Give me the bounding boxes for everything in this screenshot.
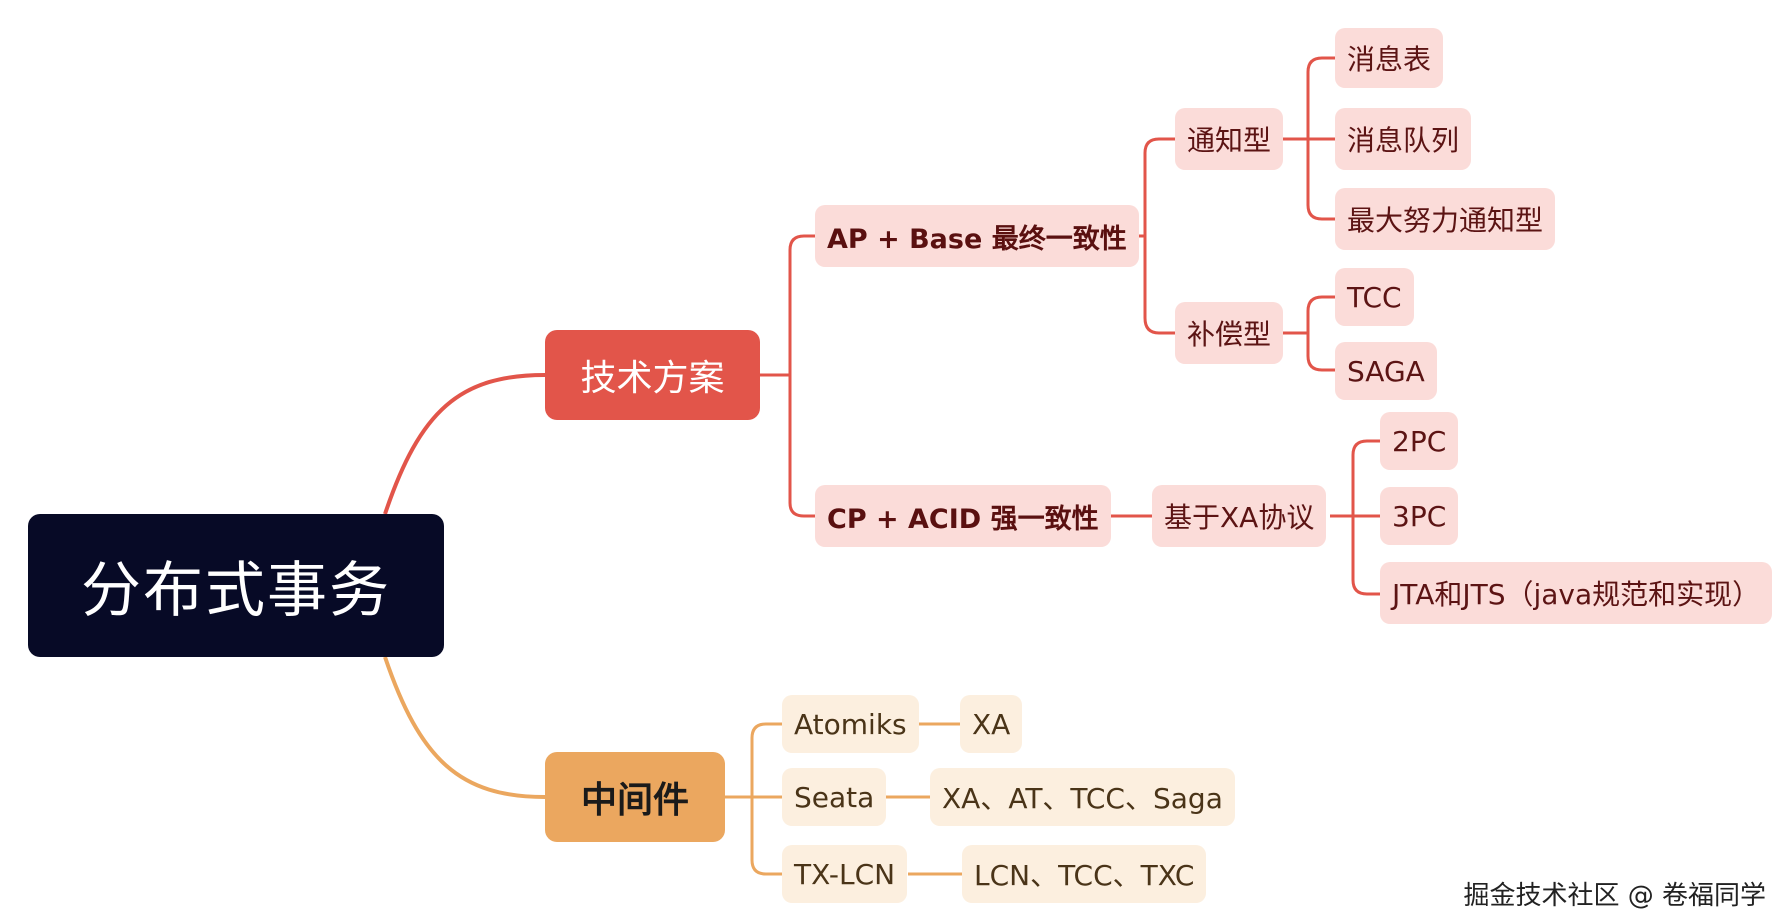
detail-tx-lcn: LCN、TCC、TXC: [962, 845, 1207, 903]
watermark-text: 掘金技术社区 @ 卷福同学: [1463, 881, 1766, 911]
product-tx-lcn: TX-LCN: [782, 845, 908, 903]
detail-atomiks: XA: [960, 695, 1023, 753]
leaf-best-effort: 最大努力通知型: [1335, 188, 1556, 250]
leaf-tcc: TCC: [1335, 268, 1414, 326]
leaf-message-queue: 消息队列: [1335, 108, 1472, 170]
branch-middleware: 中间件: [545, 752, 725, 842]
node-xa-protocol: 基于XA协议: [1152, 485, 1327, 547]
leaf-2pc: 2PC: [1380, 412, 1459, 470]
edge-root-tech: [383, 373, 546, 515]
edge-compensate-leaves: [1282, 295, 1335, 372]
edge-xa-leaves: [1330, 439, 1380, 596]
node-ap-base: AP + Base 最终一致性: [815, 205, 1139, 267]
edge-tech-ap-cp: [760, 234, 815, 518]
branch-tech-solutions: 技术方案: [545, 330, 760, 420]
detail-seata: XA、AT、TCC、Saga: [930, 768, 1235, 826]
leaf-saga: SAGA: [1335, 342, 1437, 400]
leaf-jta-jts: JTA和JTS（java规范和实现）: [1380, 562, 1773, 624]
node-cp-acid: CP + ACID 强一致性: [815, 485, 1111, 547]
leaf-3pc: 3PC: [1380, 487, 1459, 545]
edge-notify-leaves: [1282, 56, 1335, 221]
node-notify: 通知型: [1175, 108, 1284, 170]
product-atomiks: Atomiks: [782, 695, 919, 753]
edge-middleware-products: [725, 722, 782, 876]
product-seata: Seata: [782, 768, 887, 826]
node-compensate: 补偿型: [1175, 302, 1284, 364]
root-topic: 分布式事务: [28, 514, 444, 657]
leaf-message-table: 消息表: [1335, 28, 1444, 88]
edge-root-middleware: [383, 656, 546, 799]
